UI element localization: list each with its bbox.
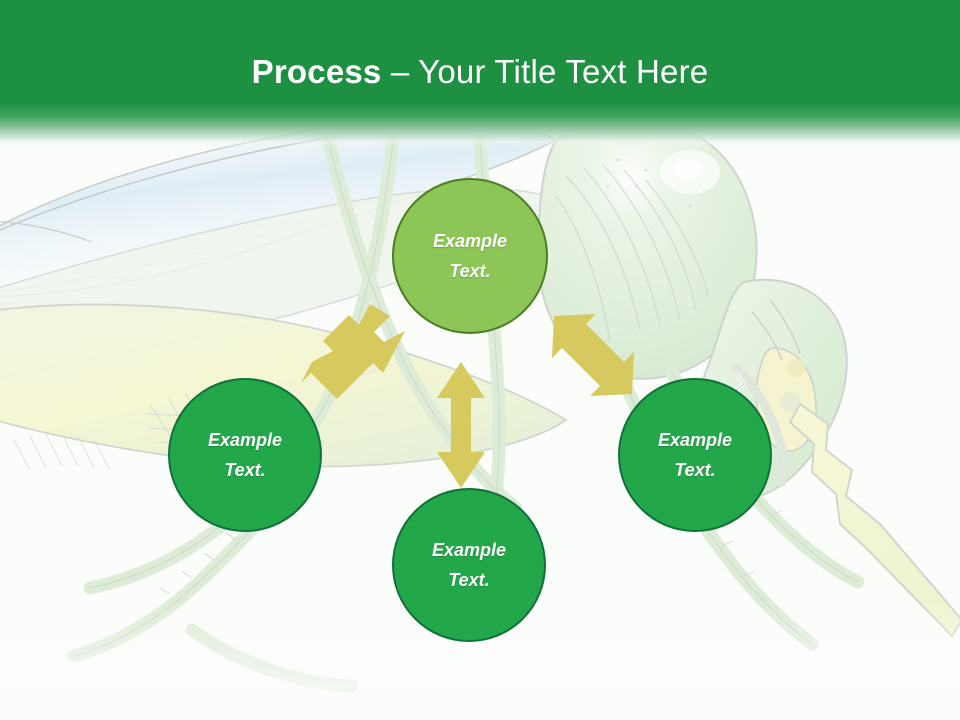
connector-top-right-arrow <box>552 314 634 396</box>
connector-top-bottom-arrow <box>437 362 485 488</box>
process-node-bottom-line1: Example <box>431 540 507 560</box>
process-node-left-line2: Text. <box>224 460 266 480</box>
process-node-right-line1: Example <box>657 430 733 450</box>
page-title: Process – Your Title Text Here <box>0 52 960 92</box>
connector-top-left-arrow <box>301 304 405 399</box>
process-node-right-line2: Text. <box>674 460 716 480</box>
page-title-rest: – Your Title Text Here <box>381 53 709 90</box>
process-node-left-line1: Example <box>207 430 283 450</box>
process-node-left[interactable]: Example Text. <box>168 378 322 532</box>
process-node-top-line2: Text. <box>449 261 491 281</box>
process-node-top-line1: Example <box>432 231 508 251</box>
process-node-top[interactable]: Example Text. <box>392 178 548 334</box>
page-title-bold: Process <box>251 53 382 90</box>
process-node-bottom[interactable]: Example Text. <box>392 488 546 642</box>
process-node-bottom-line2: Text. <box>448 570 490 590</box>
process-node-right[interactable]: Example Text. <box>618 378 772 532</box>
